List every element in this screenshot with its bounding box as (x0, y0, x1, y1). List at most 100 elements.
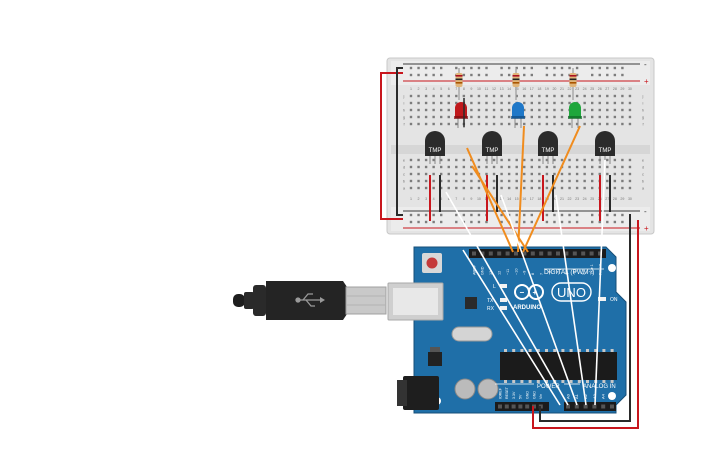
digital-pin-label: ~6 (548, 271, 552, 275)
resistor-2[interactable] (512, 68, 520, 100)
header-pin[interactable] (511, 404, 516, 409)
reset-button-cap[interactable] (426, 257, 438, 269)
rail-bridge-red[interactable] (380, 72, 403, 220)
header-pin[interactable] (610, 404, 614, 409)
wire-white-5[interactable] (462, 249, 561, 406)
resistor-3[interactable] (569, 68, 577, 100)
rx-led (500, 306, 507, 310)
header-pin[interactable] (601, 404, 606, 409)
rail-hole (575, 213, 579, 217)
column-number: 27 (605, 197, 609, 201)
digital-pin-label: AREF (472, 264, 476, 275)
led-blue[interactable] (511, 102, 525, 128)
breadboard-hole (568, 172, 571, 176)
tmp-sensor-4[interactable]: TMP (595, 131, 615, 164)
tmp-sensor-2[interactable]: TMP (482, 131, 502, 164)
breadboard-hole (462, 94, 466, 98)
usb-cable[interactable] (233, 281, 387, 320)
column-number: 9 (470, 197, 472, 201)
rail-bridge-black[interactable] (396, 67, 403, 216)
header-pin[interactable] (522, 251, 527, 256)
row-letter: h (403, 108, 405, 113)
header-pin[interactable] (592, 404, 597, 409)
crystal-oscillator (451, 326, 493, 342)
rail-hole (613, 220, 617, 224)
chip-pin (536, 349, 540, 352)
header-pin[interactable] (598, 251, 602, 256)
breadboard-hole (530, 165, 533, 169)
digital-pin-label: 2 (582, 273, 586, 275)
header-pin[interactable] (497, 251, 502, 256)
header-pin[interactable] (472, 251, 476, 256)
header-pin[interactable] (539, 251, 544, 256)
wire-red-5v[interactable] (532, 220, 639, 429)
header-pin[interactable] (480, 251, 485, 256)
breadboard-hole (545, 186, 549, 190)
rail-hole (613, 66, 617, 70)
rail-hole (455, 220, 458, 224)
column-number: 1 (410, 197, 412, 201)
breadboard-hole (560, 172, 564, 176)
header-pin[interactable] (564, 251, 569, 256)
wire-orange-led-blue[interactable] (517, 125, 525, 253)
rail-hole (462, 213, 466, 217)
tmp-sensor-1[interactable]: TMP (425, 131, 445, 164)
header-pin[interactable] (488, 251, 493, 256)
header-pin[interactable] (556, 251, 560, 256)
breadboard-hole (409, 108, 413, 112)
header-pin[interactable] (530, 251, 535, 256)
wire-white-sensor-2[interactable] (500, 194, 578, 406)
wire-black-gnd[interactable] (539, 214, 631, 422)
breadboard-hole (538, 172, 541, 176)
rail-hole (485, 73, 488, 77)
header-pin[interactable] (518, 404, 523, 409)
header-pin[interactable] (574, 404, 579, 409)
header-pin[interactable] (505, 251, 510, 256)
header-pin[interactable] (514, 251, 518, 256)
breadboard-hole (424, 94, 428, 98)
breadboard-hole (538, 108, 541, 112)
breadboard-hole (621, 115, 624, 119)
breadboard-hole (538, 122, 541, 126)
header-pin[interactable] (547, 251, 552, 256)
header-pin[interactable] (572, 251, 577, 256)
header-pin[interactable] (525, 404, 530, 409)
wire-white-sensor-3[interactable] (555, 194, 587, 406)
wire-white-sensor-1[interactable] (445, 191, 569, 406)
wire-orange-led-green[interactable] (522, 125, 581, 253)
digital-pin-label: 7 (540, 273, 544, 275)
wire-white-sensor-4[interactable] (594, 159, 606, 406)
header-pin[interactable] (498, 404, 502, 409)
header-pin[interactable] (566, 404, 570, 409)
rail-hole (417, 66, 420, 70)
breadboard-hole (485, 165, 488, 169)
wire-orange-led-red[interactable] (466, 147, 514, 253)
breadboard-hole (447, 108, 450, 112)
header-pin[interactable] (583, 404, 588, 409)
led-green[interactable] (568, 102, 582, 128)
wire-orange-4[interactable] (471, 165, 529, 253)
rail-hole (409, 73, 413, 77)
header-pin[interactable] (589, 251, 594, 256)
rail-hole (553, 73, 556, 77)
breadboard-hole (606, 108, 609, 112)
breadboard-hole (621, 122, 624, 126)
column-number: 5 (440, 197, 442, 201)
column-number: 11 (485, 87, 489, 91)
breadboard-hole (477, 115, 481, 119)
tmp-sensor-3[interactable]: TMP (538, 131, 558, 164)
rail-hole (417, 213, 420, 217)
breadboard-hole (538, 101, 541, 105)
header-pin[interactable] (504, 404, 509, 409)
temperature-sensors: TMP TMP TMP TMP (425, 131, 615, 164)
breadboard-hole (500, 186, 503, 190)
breadboard-hole (591, 179, 594, 183)
capacitor-2 (477, 378, 499, 400)
resistor-1[interactable] (455, 68, 463, 100)
header-pin[interactable] (581, 251, 586, 256)
breadboard-hole (432, 172, 435, 176)
rail-hole (470, 220, 473, 224)
column-number: 16 (522, 197, 526, 201)
breadboard-hole (492, 186, 496, 190)
